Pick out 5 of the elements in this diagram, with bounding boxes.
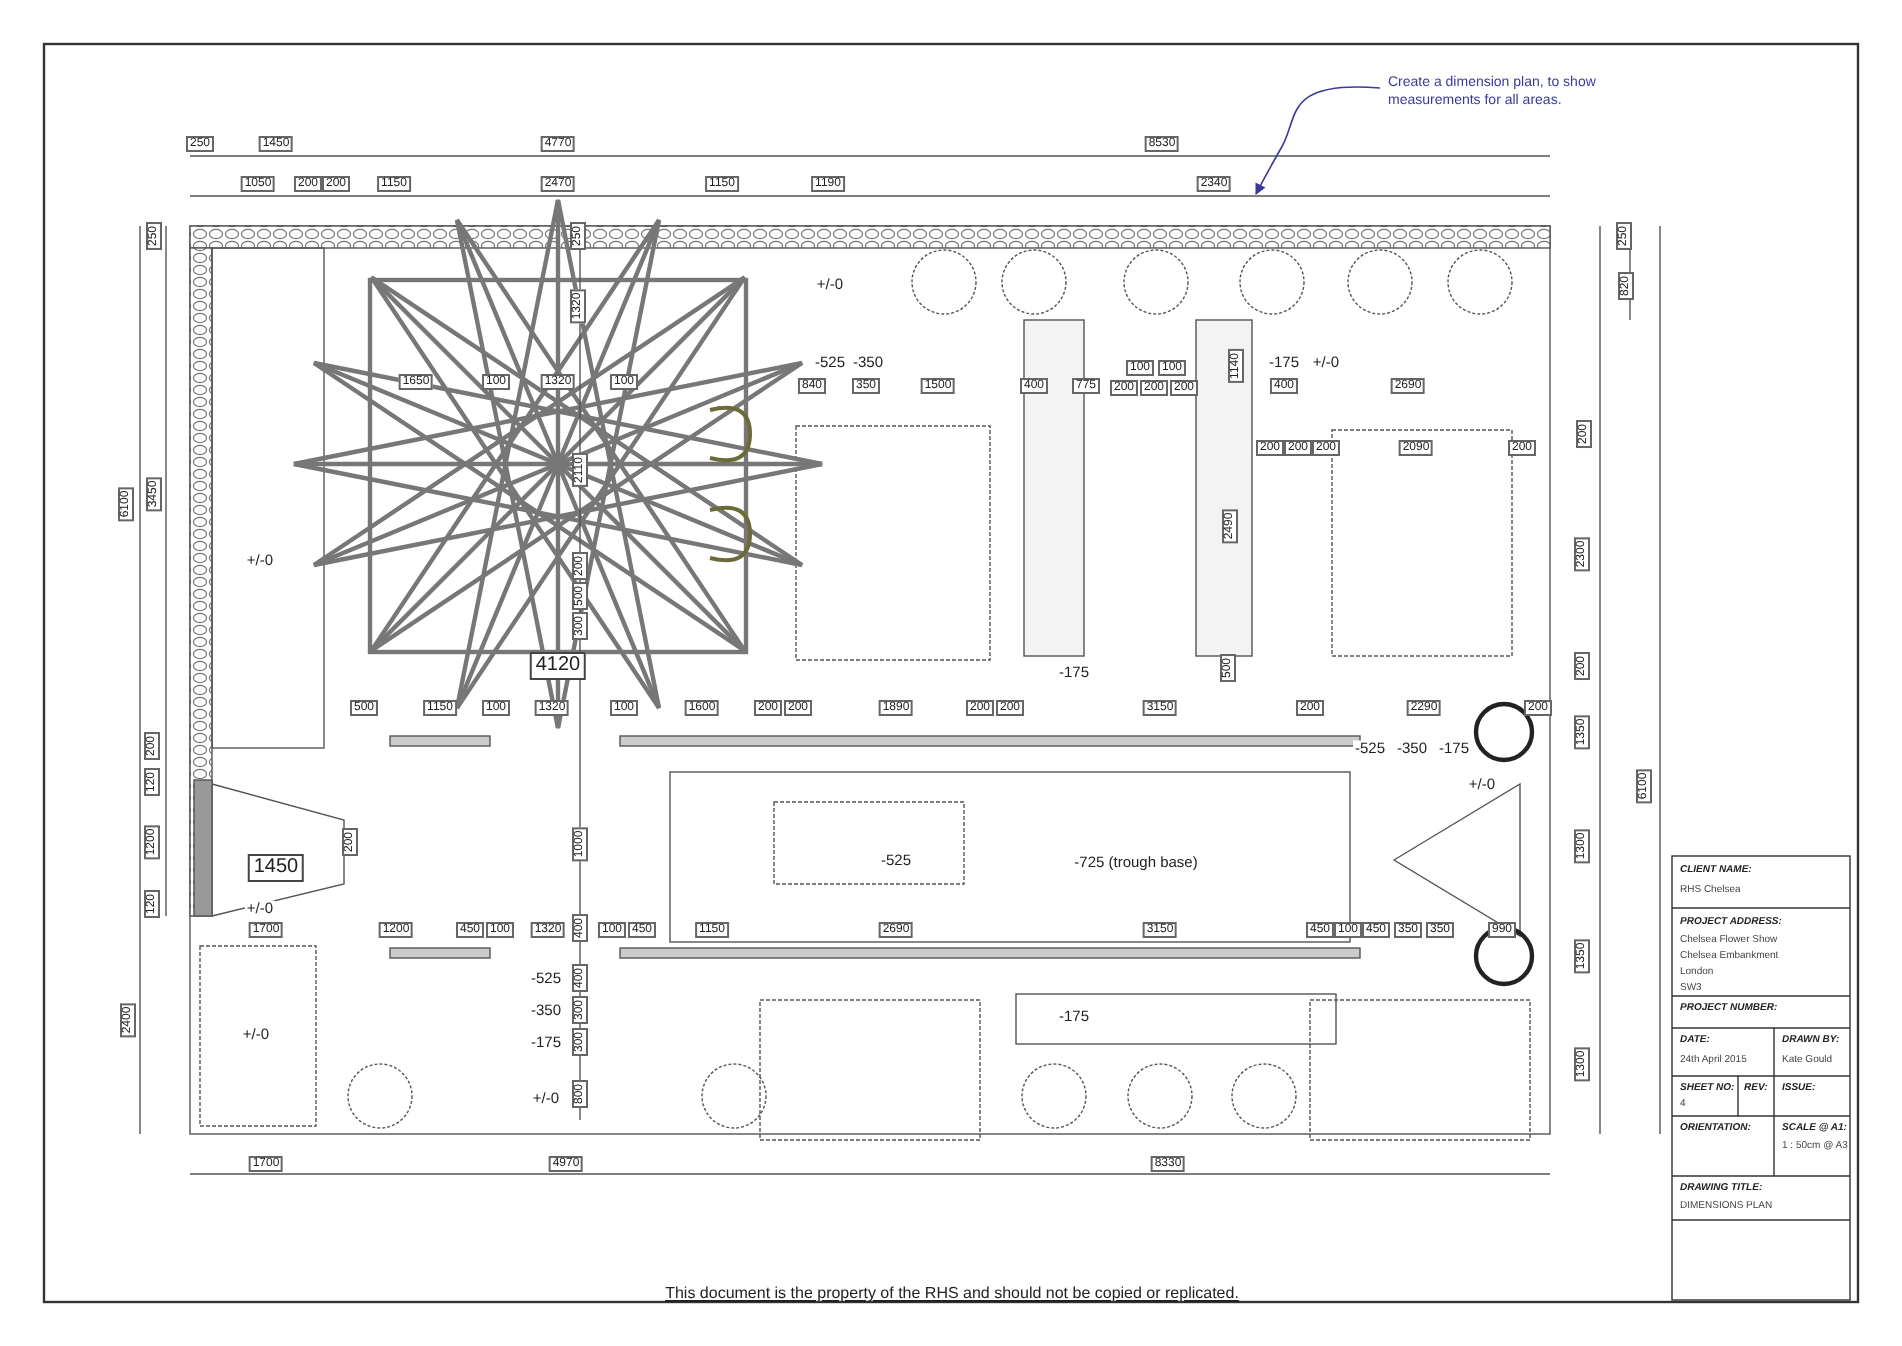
dimension-label: 4120: [529, 652, 587, 680]
leader-line: [1255, 86, 1381, 195]
copyright-notice: This document is the property of the RHS and should not be copied or replicated.: [665, 1286, 1239, 1302]
dimension-label: 1450: [247, 854, 305, 882]
dimension-line: [189, 195, 1551, 197]
